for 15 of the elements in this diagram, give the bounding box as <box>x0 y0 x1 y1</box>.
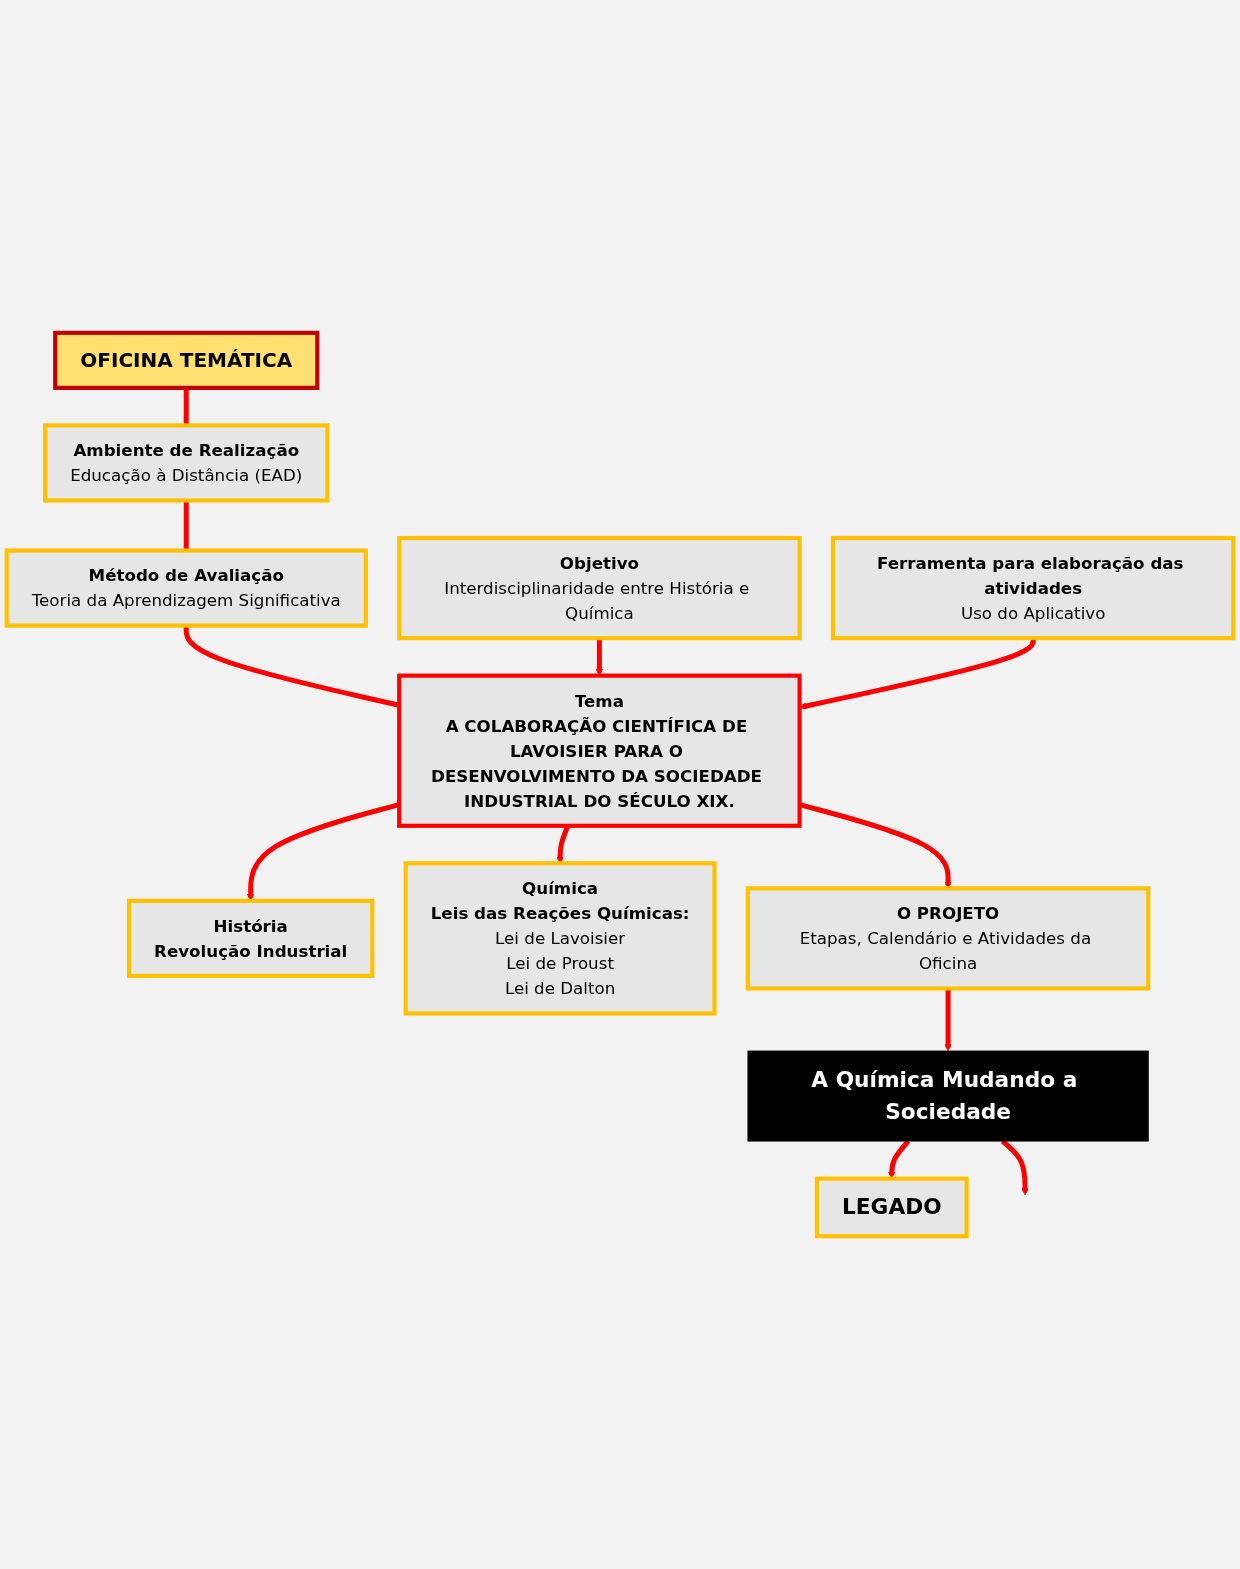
connector <box>183 387 189 426</box>
node-box: Tema A COLABORAÇÃO CIENTÍFICA DE LAVOISIER PARA O DESENVOLVIMENTO DA SOCIEDADE INDUSTRIAL DO SÉCULO XIX. <box>397 673 802 828</box>
arrow <box>944 988 952 1052</box>
arrow <box>595 638 604 676</box>
node-box: Ferramenta para elaboração das atividades Uso do Aplicativo <box>830 535 1236 641</box>
node-box: Método de Avaliação Teoria da Aprendizagem Significativa <box>4 548 368 628</box>
node-box: OFICINA TEMÁTICA <box>53 330 320 390</box>
node-box: O PROJETO Etapas, Calendário e Atividades da Oficina <box>745 886 1151 991</box>
node-box: Química Leis das Reações Químicas: Lei de Lavoisier Lei de Proust Lei de Dalton <box>403 861 717 1016</box>
node-box: Objetivo Interdisciplinaridade entre História e Química <box>397 535 802 641</box>
node-box: Ambiente de Realização Educação à Distância (EAD) <box>43 423 330 503</box>
node-box: História Revolução Industrial <box>126 898 375 978</box>
connector <box>183 500 189 551</box>
node-box: A Química Mudando a Sociedade <box>747 1050 1149 1142</box>
node-box: LEGADO <box>814 1176 969 1239</box>
